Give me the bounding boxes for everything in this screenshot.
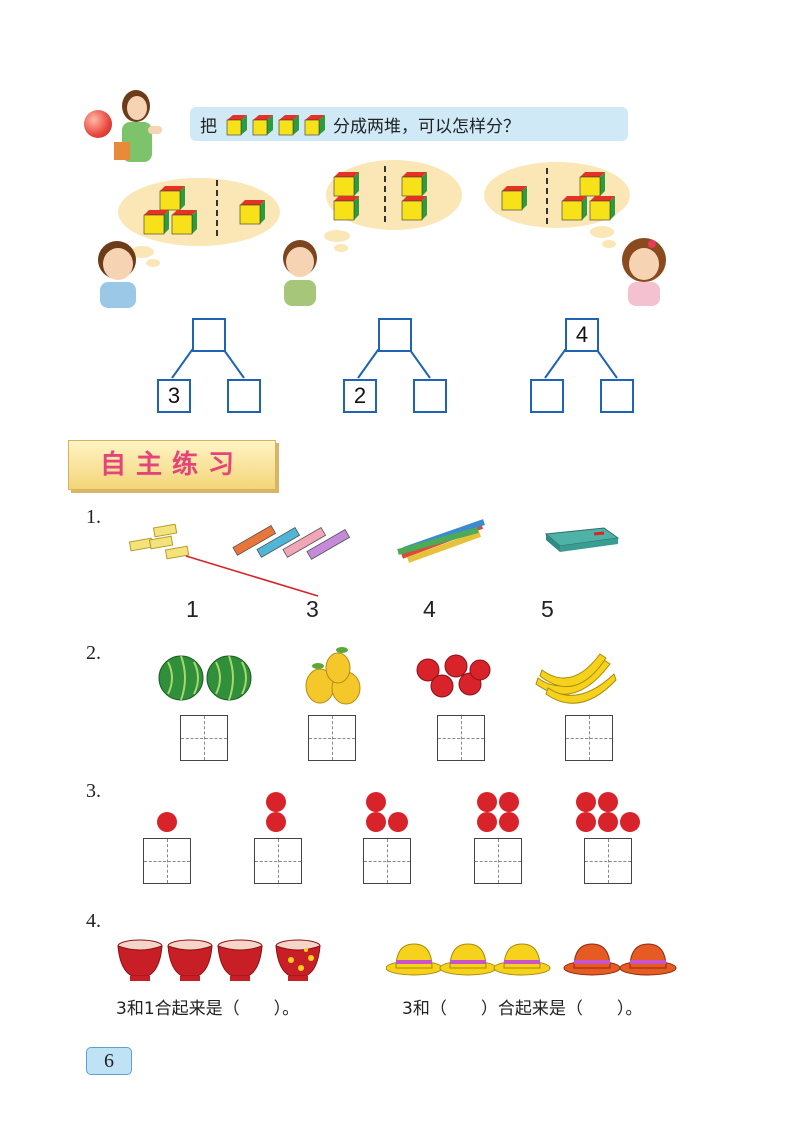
red-dot — [477, 812, 497, 832]
bond-1-top[interactable] — [192, 318, 226, 352]
q1-label-2: 3 — [306, 596, 319, 622]
speech-prefix: 把 — [200, 116, 217, 137]
answer-grid[interactable] — [254, 838, 302, 884]
bond-3-top[interactable]: 4 — [565, 318, 599, 352]
q1-label-3: 4 — [423, 596, 436, 622]
girl-illustration — [618, 236, 670, 306]
hats-icon — [386, 943, 677, 976]
red-dot — [576, 792, 596, 812]
red-dot — [477, 792, 497, 812]
apples-icon — [414, 652, 494, 702]
bond-2-left[interactable]: 2 — [343, 379, 377, 413]
bond-1-left[interactable]: 3 — [157, 379, 191, 413]
page-number: 6 — [86, 1047, 132, 1075]
red-dot — [576, 812, 596, 832]
q4-number: 4. — [86, 910, 101, 932]
bond-3-right[interactable] — [600, 379, 634, 413]
q1-label-4: 5 — [541, 596, 554, 622]
answer-grid[interactable] — [308, 715, 356, 761]
answer-grid[interactable] — [565, 715, 613, 761]
red-dot — [157, 812, 177, 832]
boy-illustration — [278, 236, 322, 306]
bubble-tail — [146, 259, 160, 267]
cube-icon — [225, 113, 247, 136]
erasers-icon — [126, 523, 192, 560]
match-line — [185, 555, 319, 597]
bond-3-left[interactable] — [530, 379, 564, 413]
red-dot — [266, 792, 286, 812]
bubble-tail — [590, 226, 614, 238]
split-divider — [546, 168, 548, 224]
teacher-illustration — [108, 86, 168, 170]
red-dot — [598, 792, 618, 812]
cube-icon — [251, 113, 273, 136]
q4-sentence-2: 3和（ ）合起来是（ ）。 — [402, 999, 643, 1019]
speech-bubble: 把 分成两堆，可以怎样分？ — [190, 107, 628, 141]
answer-grid[interactable] — [474, 838, 522, 884]
q1-number: 1. — [86, 506, 101, 528]
q4-sentence-1: 3和1合起来是（ ）。 — [116, 999, 300, 1019]
bubble-tail — [334, 244, 348, 252]
bond-2-right[interactable] — [413, 379, 447, 413]
red-dot — [388, 812, 408, 832]
answer-grid[interactable] — [143, 838, 191, 884]
bubble-tail — [130, 246, 154, 258]
bananas-icon — [534, 648, 618, 710]
answer-grid[interactable] — [180, 715, 228, 761]
pears-icon — [302, 644, 366, 706]
speech-suffix: 分成两堆，可以怎样分？ — [333, 116, 520, 137]
q1-label-1: 1 — [186, 596, 199, 622]
watermelons-icon — [156, 648, 256, 704]
split-divider — [216, 180, 218, 236]
pencils-icon — [394, 518, 490, 564]
answer-grid[interactable] — [584, 838, 632, 884]
q3-number: 3. — [86, 780, 101, 802]
section-banner: 自主练习 — [68, 440, 276, 490]
boy-illustration — [94, 238, 140, 308]
split-divider — [384, 166, 386, 222]
q2-number: 2. — [86, 642, 101, 664]
red-dot — [366, 792, 386, 812]
red-dot — [499, 812, 519, 832]
bubble-tail — [602, 240, 616, 248]
red-ball-icon — [84, 110, 112, 138]
cube-icon — [303, 113, 325, 136]
pencil-box-icon — [544, 524, 620, 554]
cube-icon — [277, 113, 299, 136]
bowls-icon — [117, 939, 321, 982]
cube-row — [223, 113, 327, 136]
answer-grid[interactable] — [437, 715, 485, 761]
answer-grid[interactable] — [363, 838, 411, 884]
chalk-icon — [232, 518, 352, 564]
bubble-tail — [324, 230, 350, 242]
red-dot — [266, 812, 286, 832]
red-dot — [499, 792, 519, 812]
bond-2-top[interactable] — [378, 318, 412, 352]
red-dot — [366, 812, 386, 832]
bond-1-right[interactable] — [227, 379, 261, 413]
red-dot — [620, 812, 640, 832]
section-title: 自主练习 — [99, 450, 244, 480]
red-dot — [598, 812, 618, 832]
